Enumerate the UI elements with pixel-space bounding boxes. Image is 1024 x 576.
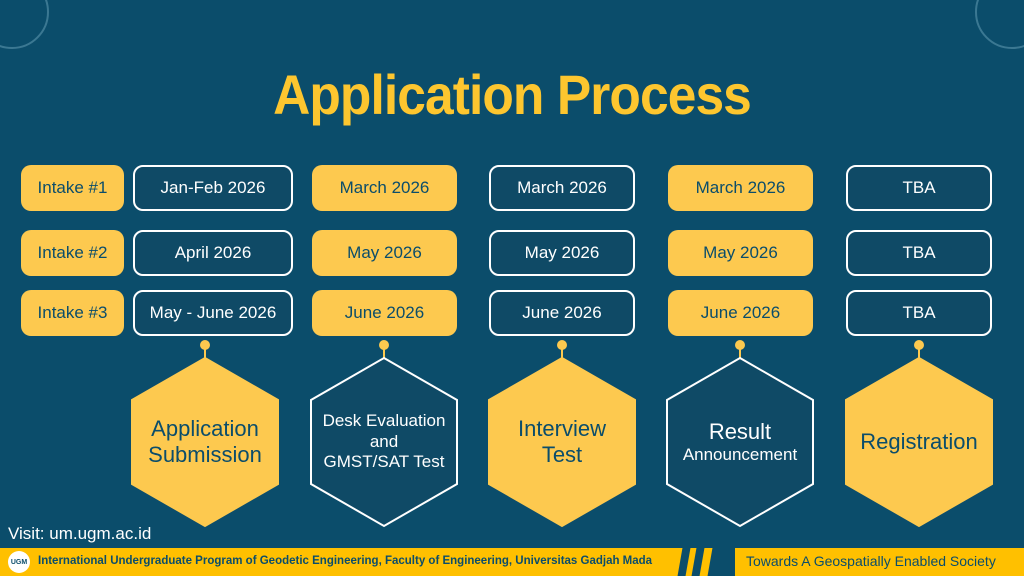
ugm-logo: UGM [8,551,30,573]
date-box: TBA [846,290,992,336]
date-box: May - June 2026 [133,290,293,336]
connector-line [383,348,385,360]
corner-ornament [975,0,1024,49]
step-label-line: Interview [517,415,607,441]
connector-line [918,348,920,360]
date-box: June 2026 [312,290,457,336]
intake-label: Intake #3 [21,290,124,336]
date-box: March 2026 [489,165,635,211]
step-label-line: Announcement [682,445,798,464]
date-box: May 2026 [489,230,635,276]
connector-dot [735,340,745,350]
step-label-line: Result [708,418,772,444]
date-box: Jan-Feb 2026 [133,165,293,211]
step-label: Registration [844,356,994,528]
footer-text: International Undergraduate Program of G… [38,555,653,567]
date-box: May 2026 [312,230,457,276]
tagline: Towards A Geospatially Enabled Society [746,553,996,569]
step-hexagon [845,356,993,528]
step-hexagon [131,356,279,528]
connector-line [739,348,741,360]
connector-line [561,348,563,360]
connector-dot [557,340,567,350]
step-label-line: Test [541,442,583,467]
corner-ornament [0,0,49,49]
date-box: June 2026 [489,290,635,336]
connector-line [204,348,206,360]
page-title: Application Process [273,63,752,126]
date-box: TBA [846,165,992,211]
date-box: TBA [846,230,992,276]
visit-link[interactable]: Visit: um.ugm.ac.id [8,524,152,543]
date-box: April 2026 [133,230,293,276]
intake-label: Intake #1 [21,165,124,211]
step-hexagon [666,356,814,528]
step-hexagon [310,356,458,528]
step-hexagon [488,356,636,528]
step-label-line: GMST/SAT Test [323,452,445,472]
step-label-line: Registration [860,428,978,454]
date-box: June 2026 [668,290,813,336]
date-box: March 2026 [668,165,813,211]
step-label-line: Submission [148,442,262,467]
date-box: March 2026 [312,165,457,211]
connector-dot [200,340,210,350]
tagline-bar [735,548,1024,576]
step-label-line: and [369,431,399,451]
intake-label: Intake #2 [21,230,124,276]
connector-dot [379,340,389,350]
date-box: May 2026 [668,230,813,276]
step-label-line: Application [151,415,259,441]
connector-dot [914,340,924,350]
step-label-line: Desk Evaluation [322,411,446,431]
